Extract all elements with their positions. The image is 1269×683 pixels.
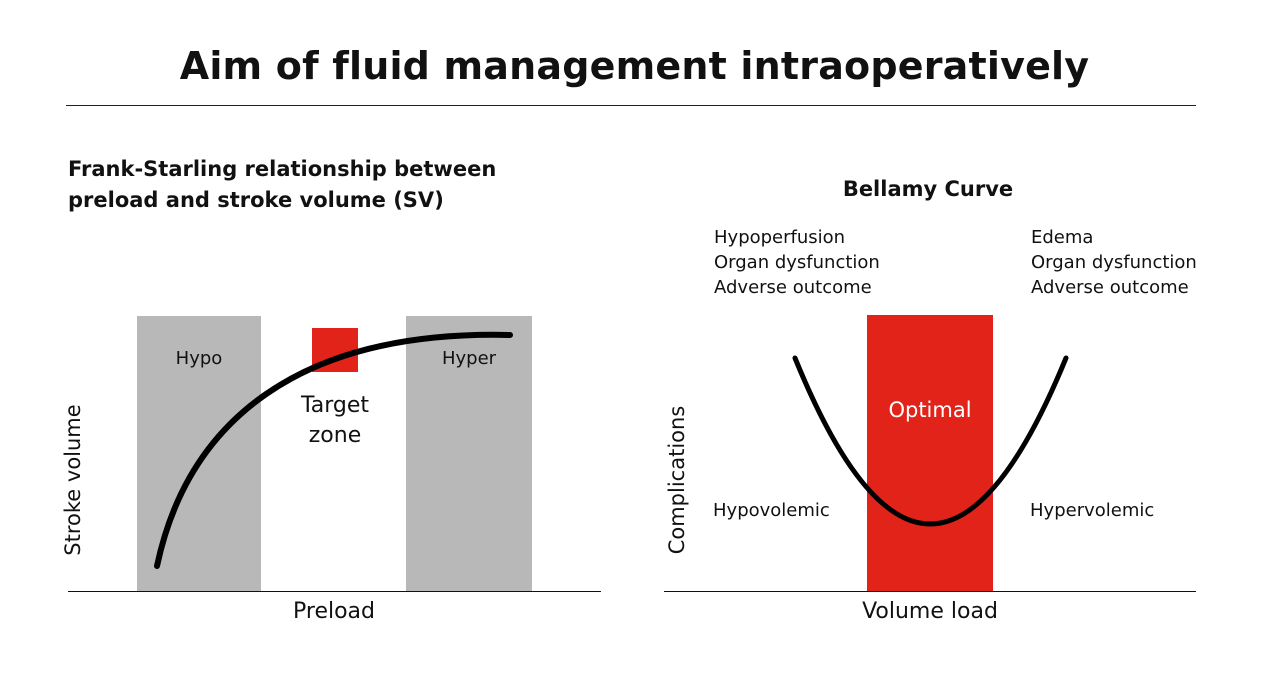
right-note-3: Adverse outcome: [1031, 277, 1189, 298]
bellamy-subtitle: Bellamy Curve: [842, 177, 1014, 201]
left-notes: Hypoperfusion Organ dysfunction Adverse …: [714, 225, 880, 300]
frank-starling-subtitle: Frank-Starling relationship between prel…: [68, 154, 496, 216]
preload-axis-label: Preload: [293, 599, 375, 624]
hypovolemic-label: Hypovolemic: [713, 500, 830, 521]
hyper-label: Hyper: [441, 348, 497, 369]
volume-load-axis-line: [664, 591, 1196, 592]
optimal-label: Optimal: [888, 398, 972, 422]
optimal-zone: [867, 315, 993, 591]
complications-axis-label: Complications: [665, 405, 689, 555]
volume-load-axis-label: Volume load: [862, 599, 998, 624]
right-notes: Edema Organ dysfunction Adverse outcome: [1031, 225, 1197, 300]
hypervolemic-label: Hypervolemic: [1030, 500, 1155, 521]
left-note-2: Organ dysfunction: [714, 252, 880, 273]
left-note-3: Adverse outcome: [714, 277, 872, 298]
title-divider: [66, 105, 1196, 106]
hyper-zone: [406, 316, 532, 591]
page-title: Aim of fluid management intraoperatively: [179, 44, 1090, 88]
target-zone-label: Target zone: [275, 391, 395, 451]
right-note-1: Edema: [1031, 227, 1094, 248]
frank-starling-subtitle-line1: Frank-Starling relationship between: [68, 157, 497, 181]
left-note-1: Hypoperfusion: [714, 227, 846, 248]
hypo-label: Hypo: [175, 348, 223, 369]
target-zone-label-line1: Target: [300, 393, 370, 418]
target-zone-label-line2: zone: [308, 423, 362, 448]
preload-axis-line: [68, 591, 601, 592]
frank-starling-curve: [154, 331, 513, 569]
right-note-2: Organ dysfunction: [1031, 252, 1197, 273]
frank-starling-subtitle-line2: preload and stroke volume (SV): [68, 188, 444, 212]
bellamy-curve: [792, 355, 1069, 527]
hypo-zone: [137, 316, 261, 591]
